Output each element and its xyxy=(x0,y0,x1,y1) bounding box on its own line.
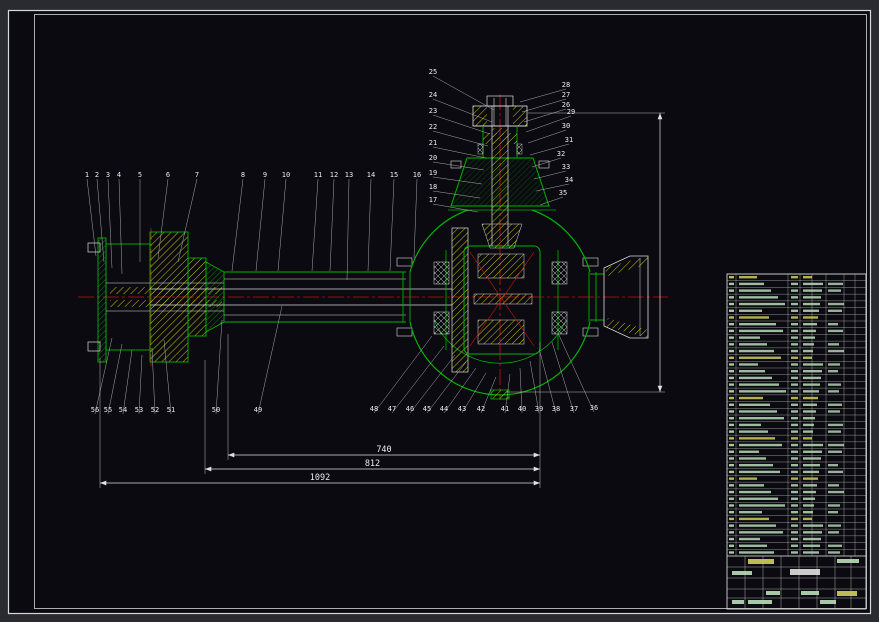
part-callout-14: 14 xyxy=(367,171,375,179)
part-callout-23: 23 xyxy=(429,107,437,115)
part-callout-38: 38 xyxy=(552,405,560,413)
part-callout-56: 56 xyxy=(91,406,99,414)
title-block-text xyxy=(766,591,780,595)
carrier-bearing-left-upper xyxy=(434,262,449,284)
title-block-text xyxy=(837,559,859,563)
part-callout-3: 3 xyxy=(106,171,110,179)
title-block-text xyxy=(801,591,819,595)
part-callout-6: 6 xyxy=(166,171,170,179)
part-callout-13: 13 xyxy=(345,171,353,179)
part-callout-45: 45 xyxy=(423,405,431,413)
part-callout-34: 34 xyxy=(565,176,573,184)
part-callout-46: 46 xyxy=(406,405,414,413)
dimension-value-812: 812 xyxy=(365,459,380,469)
spider-shaft xyxy=(474,294,532,304)
part-callout-8: 8 xyxy=(241,171,245,179)
part-callout-32: 32 xyxy=(557,150,565,158)
part-callout-17: 17 xyxy=(429,196,437,204)
part-callout-5: 5 xyxy=(138,171,142,179)
ring-gear xyxy=(452,228,468,372)
part-callout-39: 39 xyxy=(535,405,543,413)
part-callout-43: 43 xyxy=(458,405,466,413)
pinion-shaft xyxy=(492,128,508,224)
carrier-bearing-right-upper xyxy=(552,262,567,284)
part-callout-40: 40 xyxy=(518,405,526,413)
part-callout-47: 47 xyxy=(388,405,396,413)
title-block-text xyxy=(837,591,857,596)
title-block-text xyxy=(748,600,772,604)
part-callout-51: 51 xyxy=(167,406,175,414)
part-callout-1: 1 xyxy=(85,171,89,179)
part-callout-30: 30 xyxy=(562,122,570,130)
part-callout-36: 36 xyxy=(590,404,598,412)
part-callout-4: 4 xyxy=(117,171,121,179)
title-block-text xyxy=(820,600,836,604)
part-callout-41: 41 xyxy=(501,405,509,413)
part-callout-52: 52 xyxy=(151,406,159,414)
part-callout-11: 11 xyxy=(314,171,322,179)
part-callout-25: 25 xyxy=(429,68,437,76)
part-callout-21: 21 xyxy=(429,139,437,147)
part-callout-27: 27 xyxy=(562,91,570,99)
part-callout-10: 10 xyxy=(282,171,290,179)
part-callout-53: 53 xyxy=(135,406,143,414)
part-callout-7: 7 xyxy=(195,171,199,179)
part-callout-37: 37 xyxy=(570,405,578,413)
part-callout-22: 22 xyxy=(429,123,437,131)
drain-plug xyxy=(491,390,509,399)
carrier-bearing-right-lower xyxy=(552,312,567,334)
part-callout-18: 18 xyxy=(429,183,437,191)
dimension-value-1092: 1092 xyxy=(310,473,330,483)
title-block-text xyxy=(790,569,820,575)
part-callout-12: 12 xyxy=(330,171,338,179)
part-callout-48: 48 xyxy=(370,405,378,413)
dimension-value-740: 740 xyxy=(376,445,391,455)
part-callout-49: 49 xyxy=(254,406,262,414)
title-block-text xyxy=(748,559,774,564)
part-callout-31: 31 xyxy=(565,136,573,144)
part-callout-29: 29 xyxy=(567,108,575,116)
part-callout-35: 35 xyxy=(559,189,567,197)
part-callout-50: 50 xyxy=(212,406,220,414)
part-callout-15: 15 xyxy=(390,171,398,179)
title-block-text xyxy=(732,571,752,575)
brake-drum-hub xyxy=(150,232,188,362)
part-callout-20: 20 xyxy=(429,154,437,162)
hub-bearing-seat xyxy=(188,258,206,336)
part-callout-19: 19 xyxy=(429,169,437,177)
part-callout-42: 42 xyxy=(477,405,485,413)
title-block-text xyxy=(732,600,744,604)
part-callout-44: 44 xyxy=(440,405,448,413)
part-callout-55: 55 xyxy=(104,406,112,414)
carrier-bearing-left-lower xyxy=(434,312,449,334)
part-callout-28: 28 xyxy=(562,81,570,89)
part-callout-2: 2 xyxy=(95,171,99,179)
part-callout-16: 16 xyxy=(413,171,421,179)
part-callout-9: 9 xyxy=(263,171,267,179)
tube-taper xyxy=(206,262,224,332)
part-callout-54: 54 xyxy=(119,406,127,414)
part-callout-33: 33 xyxy=(562,163,570,171)
part-callout-24: 24 xyxy=(429,91,437,99)
